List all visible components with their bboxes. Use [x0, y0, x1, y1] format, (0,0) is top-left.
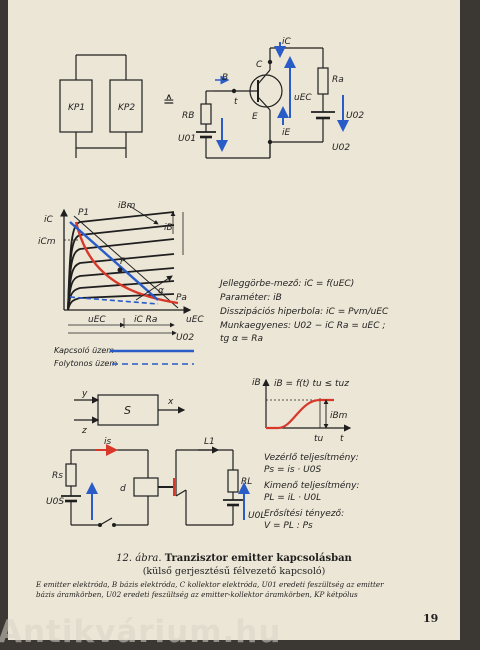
p-label: P — [120, 257, 126, 267]
t-axis-label: t — [340, 434, 344, 444]
ibm-label: iBm — [118, 201, 136, 211]
u01-label: U01 — [178, 134, 196, 144]
equivalence-symbol: ≙ — [163, 94, 175, 110]
u02-label-b: U02 — [332, 143, 350, 153]
ib-label: iB — [164, 223, 173, 233]
out-power-title: Kimenő teljesítmény: — [264, 480, 359, 491]
block-s-label: S — [124, 404, 131, 417]
b-label: B — [222, 73, 228, 83]
eq-workline: Munkaegyenes: U02 − iC Ra = uEC ; — [220, 321, 385, 331]
rs-label: Rs — [52, 471, 63, 481]
figure-caption-subtitle: (külső gerjesztésű félvezető kapcsoló) — [142, 566, 326, 577]
timing-ib-label: iB — [252, 378, 261, 388]
u0l-label: U0L — [248, 511, 265, 521]
ie-label: iE — [282, 128, 291, 138]
is-label: is — [104, 437, 112, 447]
icm-label: iCm — [38, 237, 56, 247]
figure-label: 12. ábra. — [116, 553, 162, 564]
figure-caption-legend: E emitter elektróda, B bázis elektróda, … — [36, 580, 446, 600]
ctrl-power-title: Vezérlő teljesítmény: — [264, 452, 359, 463]
ra-label: Ra — [332, 75, 344, 85]
x-label: x — [167, 397, 174, 407]
gain-eq: V = PL : Ps — [264, 521, 313, 531]
uec-label: uEC — [294, 93, 312, 103]
timing-graph — [262, 378, 352, 432]
u02-span-label: U02 — [176, 333, 194, 343]
figure-caption-title: 12. ábra. Tranzisztor emitter kapcsolásb… — [8, 553, 460, 564]
rb-resistor — [200, 103, 212, 125]
out-power-eq: PL = iL · U0L — [264, 493, 321, 503]
c-label: C — [256, 60, 263, 70]
t-label: t — [234, 97, 238, 107]
kp2-label: KP2 — [118, 103, 135, 113]
legend-line-2: bázis áramkörben, U02 eredeti feszültség… — [36, 590, 358, 599]
eq-parameter: Paraméter: iB — [220, 292, 282, 303]
e-label: E — [252, 112, 258, 122]
timing-ibm-label: iBm — [330, 411, 348, 421]
tu-label: tu — [314, 434, 324, 444]
relay-circuit — [61, 449, 243, 526]
d-label: d — [120, 484, 126, 494]
watermark: Antikvárium.hu — [0, 614, 282, 650]
block-diagram — [74, 394, 186, 426]
legend-continuous: Folytonos üzem — [54, 359, 117, 368]
page-number: 19 — [423, 612, 439, 625]
rb-label: RB — [182, 111, 194, 121]
l1-label: L1 — [204, 437, 215, 447]
characteristic-graph — [60, 204, 192, 336]
p1-label: P1 — [78, 208, 89, 218]
transistor-circuit — [196, 47, 335, 159]
book-page: KP1 KP2 ≙ iC C B t — [8, 0, 460, 640]
figure-title: Tranzisztor emitter kapcsolásban — [164, 553, 352, 564]
two-pole-diagram — [59, 54, 143, 158]
alpha-label: α — [158, 286, 164, 296]
uec-span-label: uEC — [88, 315, 106, 325]
eq-characteristic: Jelleggörbe-mező: iC = f(uEC) — [218, 279, 354, 289]
ctrl-power-eq: Ps = is · U0S — [264, 465, 321, 475]
uec-axis-label: uEC — [186, 315, 204, 325]
eq-tangent: tg α = Ra — [220, 334, 263, 344]
rl-label: RL — [241, 477, 252, 487]
kp1-label: KP1 — [68, 103, 85, 113]
pa-label: Pa — [176, 293, 187, 303]
icra-label: iC Ra — [134, 315, 157, 325]
eq-hyperbola: Disszipációs hiperbola: iC = Pvm/uEC — [220, 306, 389, 317]
figure-artwork: KP1 KP2 ≙ iC C B t — [38, 37, 389, 531]
legend-switching: Kapcsoló üzem — [54, 345, 114, 355]
u02-label-a: U02 — [346, 111, 364, 121]
gain-title: Erősítési tényező: — [264, 508, 344, 519]
ic-axis-label: iC — [44, 215, 54, 225]
u0s-label: U0S — [46, 497, 64, 507]
legend-line-1: E emitter elektróda, B bázis elektróda, … — [36, 580, 384, 589]
ic-label: iC — [282, 37, 292, 47]
ra-resistor — [317, 67, 329, 95]
timing-eq: iB = f(t) tu ≤ tuz — [274, 379, 349, 389]
z-label: z — [81, 426, 87, 436]
y-label: y — [81, 389, 88, 399]
